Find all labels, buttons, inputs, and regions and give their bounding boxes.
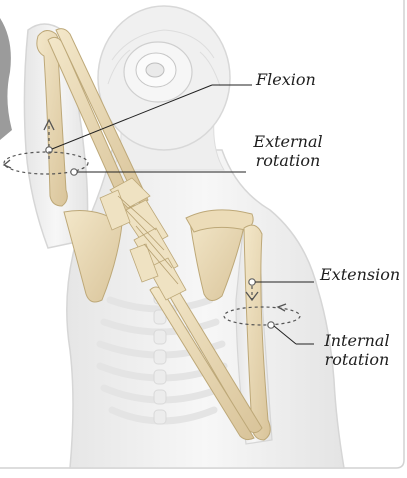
external-rotation-label: External rotation (250, 132, 326, 170)
internal-rotation-label-line1: Internal (318, 331, 396, 350)
extension-label: Extension (320, 265, 400, 284)
external-rotation-label-line1: External (250, 132, 326, 151)
internal-rotation-label: Internal rotation (318, 331, 396, 369)
flexion-label: Flexion (256, 70, 316, 89)
extension-label-text: Extension (320, 265, 400, 284)
external-rotation-label-line2: rotation (250, 151, 326, 170)
edge-shape (0, 18, 12, 140)
internal-rotation-label-line2: rotation (318, 350, 396, 369)
flexion-label-text: Flexion (256, 70, 316, 89)
